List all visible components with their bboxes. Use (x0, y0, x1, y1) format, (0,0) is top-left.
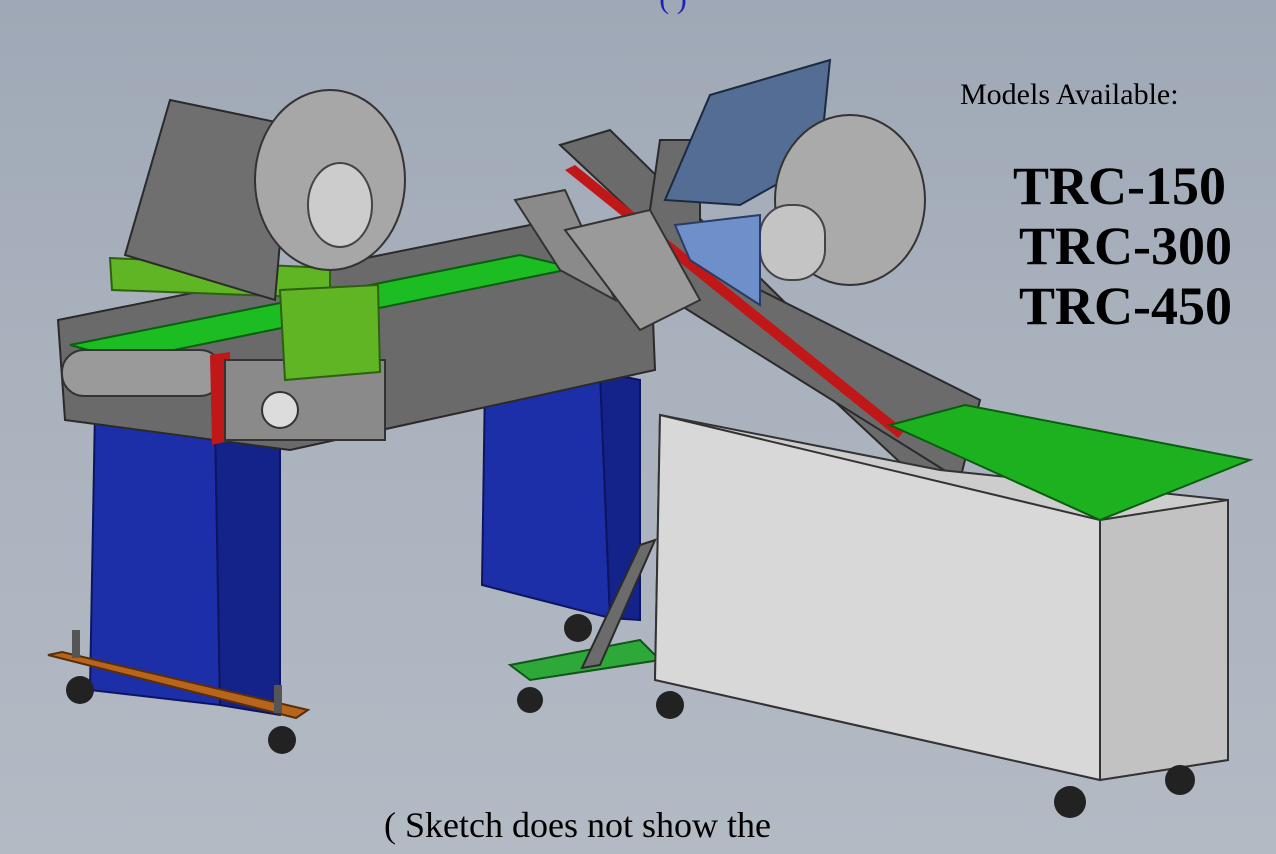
model-name: TRC-450 (1019, 276, 1232, 336)
header-cut-text: ( ) (598, 0, 748, 15)
models-available-label: Models Available: (960, 78, 1179, 111)
left-blower (123, 89, 406, 302)
collection-tank (653, 403, 1254, 818)
horizontal-motor (224, 283, 386, 441)
inclined-motor (513, 188, 702, 332)
right-blower (663, 58, 926, 307)
left-base-plate (47, 630, 311, 754)
model-name: TRC-150 (1013, 156, 1226, 216)
left-support-leg (88, 408, 281, 717)
middle-base-plate (507, 638, 663, 713)
sketch-caption: ( Sketch does not show the (384, 805, 771, 845)
discharge-chute (580, 538, 657, 670)
model-name: TRC-300 (1019, 216, 1232, 276)
